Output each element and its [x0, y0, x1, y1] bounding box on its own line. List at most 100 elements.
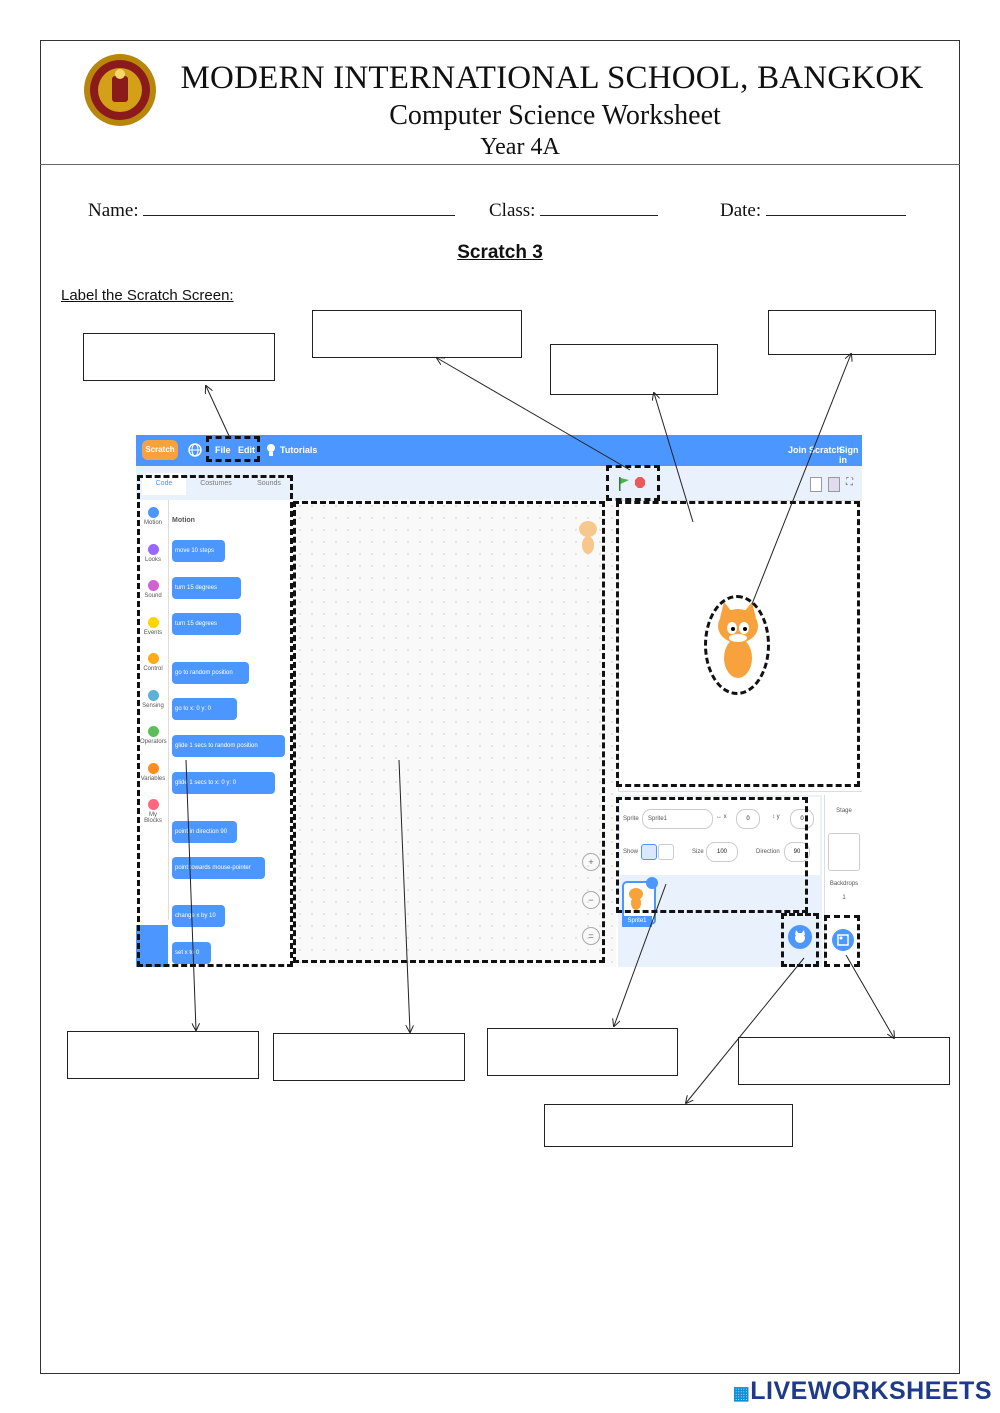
answer-box-sprite-info[interactable]: [487, 1028, 678, 1076]
liveworksheets-logo-icon: ▦: [732, 1383, 751, 1403]
liveworksheets-brand: ▦LIVEWORKSHEETS: [733, 1377, 992, 1406]
answer-box-stage[interactable]: [550, 344, 718, 395]
show-visible-toggle[interactable]: [641, 844, 657, 860]
category-dot-icon: [147, 689, 159, 701]
tab-code[interactable]: Code: [142, 473, 186, 495]
date-label: Date:: [720, 200, 762, 221]
large-stage-icon[interactable]: [828, 477, 840, 492]
globe-icon[interactable]: [188, 443, 202, 457]
name-blank[interactable]: [143, 197, 456, 216]
motion-block[interactable]: go to x: 0 y: 0: [172, 698, 237, 720]
category-dot-icon: [147, 726, 159, 737]
category-looks[interactable]: Looks: [140, 543, 166, 563]
category-dot-icon: [147, 580, 159, 591]
highlight-menu: [206, 436, 260, 462]
motion-block[interactable]: turn 15 degrees: [172, 577, 241, 599]
category-motion[interactable]: Motion: [140, 507, 166, 526]
highlight-flag-stop: [606, 465, 660, 501]
answer-box-code-area[interactable]: [273, 1033, 465, 1081]
category-sensing[interactable]: Sensing: [140, 689, 166, 709]
fullscreen-icon[interactable]: ⛶: [846, 477, 853, 488]
blocks-section-title: Motion: [172, 517, 195, 524]
header-divider: [40, 164, 960, 165]
toolbar-row: [136, 466, 862, 500]
x-input[interactable]: 0: [736, 809, 760, 829]
y-label: ↕ y: [772, 814, 780, 820]
category-label: Motion: [143, 520, 162, 526]
category-dot-icon: [147, 653, 159, 664]
category-control[interactable]: Control: [140, 653, 166, 672]
x-label: ↔ x: [716, 814, 727, 820]
motion-block[interactable]: glide 1 secs to random position: [172, 735, 285, 757]
show-hidden-toggle[interactable]: [658, 844, 674, 860]
liveworksheets-brand-text: LIVEWORKSHEETS: [750, 1377, 992, 1405]
answer-box-backdrop[interactable]: [738, 1037, 950, 1085]
category-label: Sensing: [142, 702, 164, 709]
motion-block[interactable]: go to random position: [172, 662, 249, 684]
category-my-blocks[interactable]: My Blocks: [140, 799, 166, 824]
size-input[interactable]: 100: [706, 842, 738, 862]
image-add-icon: [837, 934, 849, 946]
zoom-in-icon[interactable]: +: [582, 853, 600, 871]
answer-box-new-sprite[interactable]: [544, 1104, 793, 1147]
tab-costumes[interactable]: Costumes: [200, 480, 232, 487]
date-blank[interactable]: [765, 197, 906, 216]
code-area[interactable]: [294, 500, 616, 967]
class-blank[interactable]: [540, 197, 659, 216]
y-label-text: y: [776, 814, 780, 820]
join-scratch-link[interactable]: Join Scratch: [788, 445, 843, 455]
category-column: [136, 500, 169, 920]
sprite-name-input[interactable]: Sprite1: [642, 809, 713, 829]
page-border: [40, 40, 960, 1374]
answer-box-green-flag[interactable]: [312, 310, 522, 358]
motion-block[interactable]: move 10 steps: [172, 540, 225, 562]
cat-add-icon: [795, 930, 805, 943]
category-label: My Blocks: [144, 812, 162, 824]
extension-button[interactable]: [136, 925, 168, 967]
category-sound[interactable]: Sound: [140, 580, 166, 599]
tab-sounds[interactable]: Sounds: [257, 480, 281, 487]
category-label: Operators: [140, 739, 167, 745]
stage-label: Stage: [836, 808, 852, 814]
y-input[interactable]: 0: [790, 809, 814, 829]
highlight-sprite-oval: [704, 595, 770, 695]
answer-box-menu[interactable]: [83, 333, 275, 381]
category-dot-icon: [147, 616, 159, 628]
sprite-info-panel: [620, 797, 820, 875]
category-label: Sound: [144, 593, 162, 599]
motion-block[interactable]: glide 1 secs to x: 0 y: 0: [172, 772, 275, 794]
stop-icon[interactable]: [634, 476, 646, 490]
direction-label: Direction: [756, 849, 780, 855]
motion-block[interactable]: point in direction 90: [172, 821, 237, 843]
category-variables[interactable]: Variables: [140, 762, 166, 782]
category-dot-icon: [147, 507, 159, 518]
show-label: Show: [623, 849, 639, 855]
category-dot-icon: [147, 543, 159, 555]
category-operators[interactable]: Operators: [140, 726, 167, 745]
answer-box-blocks[interactable]: [67, 1031, 259, 1079]
sign-in-link[interactable]: Sign in: [839, 445, 859, 465]
school-name: MODERN INTERNATIONAL SCHOOL, BANGKOK: [180, 60, 924, 96]
menu-file[interactable]: File: [215, 445, 231, 455]
direction-input[interactable]: 90: [784, 842, 810, 862]
green-flag-icon[interactable]: [618, 476, 630, 492]
instruction-text: Label the Scratch Screen:: [61, 287, 234, 304]
name-label: Name:: [88, 200, 139, 221]
stage-thumbnail[interactable]: [828, 833, 860, 871]
sprite-label: Sprite: [623, 816, 639, 822]
zoom-out-icon[interactable]: −: [582, 891, 600, 909]
motion-block[interactable]: set x to 0: [172, 942, 211, 964]
category-events[interactable]: Events: [140, 616, 166, 636]
motion-block[interactable]: change x by 10: [172, 905, 225, 927]
category-label: Events: [143, 629, 163, 636]
motion-block[interactable]: point towards mouse-pointer: [172, 857, 265, 879]
highlight-code-area: [293, 501, 605, 963]
motion-block[interactable]: turn 15 degrees: [172, 613, 241, 635]
small-stage-icon[interactable]: [810, 477, 822, 492]
menu-tutorials[interactable]: Tutorials: [280, 445, 318, 455]
zoom-reset-icon[interactable]: =: [582, 927, 600, 945]
sprite-corner-icon: [579, 521, 597, 554]
menu-edit[interactable]: Edit: [238, 445, 255, 455]
answer-box-sprite[interactable]: [768, 310, 936, 355]
highlight-backdrop: [824, 915, 860, 967]
